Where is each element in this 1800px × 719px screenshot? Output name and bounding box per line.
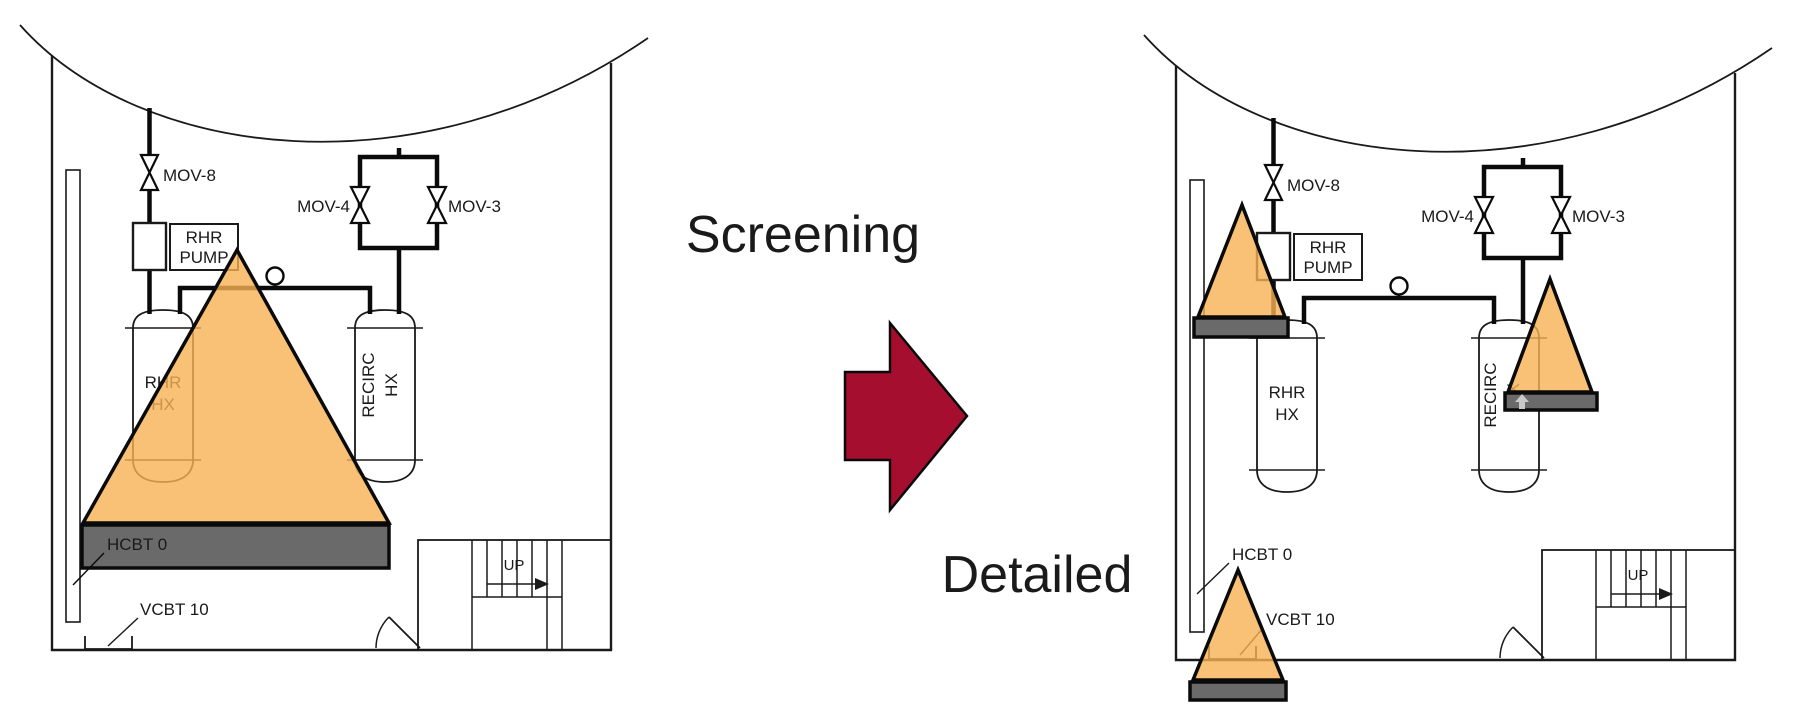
hcbt-label: HCBT 0 bbox=[1232, 545, 1292, 564]
mov3-valve-icon bbox=[426, 185, 448, 208]
containment-shell-curve bbox=[19, 24, 649, 143]
hazard-triangle bbox=[80, 246, 392, 525]
wall-column bbox=[65, 169, 81, 623]
mov8-label: MOV-8 bbox=[163, 166, 216, 185]
pipe-crossover-run bbox=[1301, 295, 1497, 324]
vcbt-leader-line bbox=[107, 617, 139, 647]
stairs-treads bbox=[471, 540, 563, 650]
vessel-flange-lines bbox=[347, 327, 423, 461]
pipe-bypass-loop bbox=[357, 154, 440, 251]
rhr-pump-symbol bbox=[131, 221, 168, 272]
mov4-valve-icon bbox=[349, 202, 371, 225]
door-leaf bbox=[388, 616, 421, 649]
rhr-pump-label-line2: PUMP bbox=[179, 248, 228, 267]
door bbox=[1499, 626, 1545, 659]
stairs-up-label: UP bbox=[504, 557, 525, 574]
door-leaf bbox=[1512, 626, 1545, 659]
piping bbox=[1271, 118, 1564, 324]
recirc-hx-label-line1: RECIRC bbox=[359, 352, 378, 417]
up-direction-arrow bbox=[487, 578, 549, 590]
rhr-hx-vessel: RHR HX bbox=[1249, 319, 1325, 493]
mov3-valve-icon bbox=[426, 202, 448, 225]
capacity-bar-recirc-hx bbox=[1503, 391, 1599, 412]
hcbt-leader-line bbox=[72, 552, 105, 586]
room-walls bbox=[50, 56, 613, 652]
door-swing-arc bbox=[1499, 626, 1514, 659]
stairs-treads bbox=[1595, 550, 1687, 660]
pressure-gauge bbox=[265, 266, 285, 289]
up-direction-arrow bbox=[1611, 588, 1673, 600]
stairs-up-label: UP bbox=[1628, 567, 1649, 584]
valves bbox=[1263, 163, 1572, 235]
up-arrow-glyph bbox=[1515, 394, 1529, 409]
mov8-valve-icon bbox=[1263, 163, 1284, 186]
recirc-hx-label-line2: HX bbox=[382, 373, 401, 397]
screening-stage-label: Screening bbox=[686, 206, 920, 264]
detailed-stage-label: Detailed bbox=[942, 546, 1133, 604]
valves bbox=[139, 153, 448, 225]
screening-diagram: UP RHR HX RECIRC HX bbox=[19, 24, 649, 652]
pipe-bypass-loop bbox=[1481, 164, 1564, 261]
up-arrow-head bbox=[535, 578, 549, 590]
rhr-pump-label-box: RHR PUMP bbox=[169, 223, 239, 271]
mov8-valve-icon bbox=[139, 153, 160, 176]
mov8-label: MOV-8 bbox=[1287, 176, 1340, 195]
mov8-valve-icon bbox=[139, 169, 160, 192]
capacity-bar bbox=[80, 523, 391, 570]
hcbt-label: HCBT 0 bbox=[107, 535, 167, 554]
rhr-hx-label-line1: RHR bbox=[1269, 383, 1306, 402]
mov3-label: MOV-3 bbox=[1572, 207, 1625, 226]
label-frame bbox=[1293, 233, 1363, 281]
pressure-gauge bbox=[1389, 276, 1409, 299]
mov4-valve-icon bbox=[1473, 212, 1495, 235]
detailed-diagram: UP RHR HX RECIRC HX bbox=[1143, 34, 1773, 702]
recirc-hx-label-line1: RECIRC bbox=[1481, 362, 1500, 427]
room-walls bbox=[1174, 66, 1737, 662]
gauge-dial bbox=[265, 266, 285, 286]
rhr-pump-label-line1: RHR bbox=[186, 228, 223, 247]
mov4-valve-icon bbox=[349, 185, 371, 208]
mov8-valve-icon bbox=[1263, 179, 1284, 202]
stairs: UP bbox=[1541, 549, 1736, 661]
capacity-bar-vcbt bbox=[1188, 680, 1288, 702]
gauge-dial bbox=[1389, 276, 1409, 296]
containment-shell-curve bbox=[1143, 34, 1773, 153]
stairs-outline bbox=[417, 539, 612, 651]
up-arrow-head bbox=[1659, 588, 1673, 600]
rhr-pump-label-line2: PUMP bbox=[1303, 258, 1352, 277]
rhr-pump-label-line1: RHR bbox=[1310, 238, 1347, 257]
piping bbox=[147, 108, 440, 314]
mov4-label: MOV-4 bbox=[297, 197, 350, 216]
door bbox=[375, 616, 421, 649]
mov4-label: MOV-4 bbox=[1421, 207, 1474, 226]
capacity-bar-rhr-pump bbox=[1192, 316, 1290, 339]
screening-to-detailed-arrow-icon bbox=[843, 319, 969, 514]
stairs: UP bbox=[417, 539, 612, 651]
wall-column bbox=[1189, 179, 1205, 633]
vcbt-bracket bbox=[84, 636, 133, 650]
hcbt-leader-line bbox=[1196, 562, 1230, 595]
hazard-triangle-vcbt bbox=[1190, 565, 1286, 682]
vcbt-label: VCBT 10 bbox=[1266, 610, 1335, 629]
vcbt-label: VCBT 10 bbox=[140, 600, 209, 619]
rhr-hx-label-line2: HX bbox=[1275, 405, 1299, 424]
label-frame bbox=[169, 223, 239, 271]
mov3-valve-icon bbox=[1550, 212, 1572, 235]
rhr-pump-label-box: RHR PUMP bbox=[1293, 233, 1363, 281]
mov4-valve-icon bbox=[1473, 195, 1495, 218]
door-swing-arc bbox=[375, 616, 390, 649]
mov3-label: MOV-3 bbox=[448, 197, 501, 216]
mov3-valve-icon bbox=[1550, 195, 1572, 218]
recirc-hx-vessel: RECIRC HX bbox=[347, 309, 423, 483]
stairs-outline bbox=[1541, 549, 1736, 661]
